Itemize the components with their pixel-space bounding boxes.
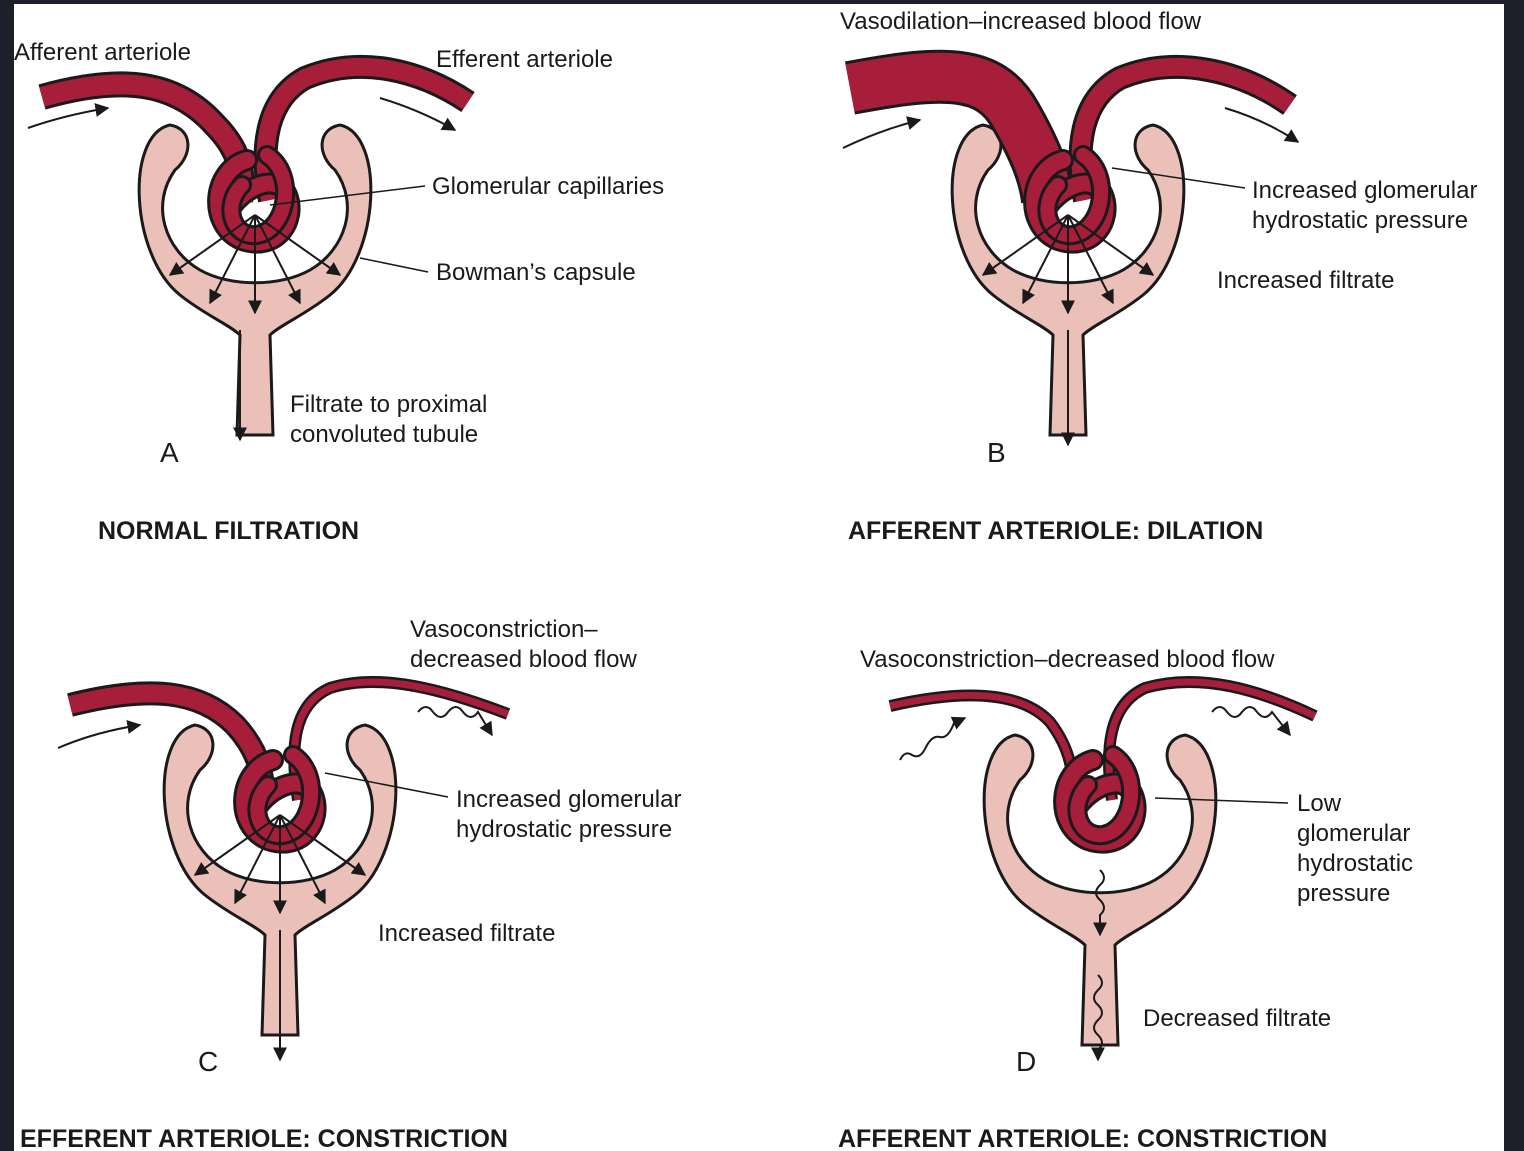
label-pressure-d-line-2: glomerular [1297,820,1410,847]
label-pressure-b-line-1: Increased glomerular [1252,177,1477,204]
label-vasoconstriction-c-line-2: decreased blood flow [410,646,637,673]
panel-letter-b: B [987,437,1006,468]
label-pressure-c-line-1: Increased glomerular [456,786,681,813]
glomerulus-a [218,155,289,243]
label-efferent-arteriole: Efferent arteriole [436,46,613,73]
label-filtrate-line-2: convoluted tubule [290,421,478,448]
panel-d: Vasoconstriction–decreased blood flow Lo… [838,646,1413,1151]
glomerulus-b [1034,155,1105,243]
label-pressure-c-line-2: hydrostatic pressure [456,816,672,843]
label-pressure-d-line-1: Low [1297,790,1342,817]
label-filtrate-line-1: Filtrate to proximal [290,391,487,418]
label-increased-filtrate-b: Increased filtrate [1217,267,1394,294]
panel-a: Afferent arteriole Efferent arteriole Gl… [14,39,664,545]
panel-letter-d: D [1016,1046,1036,1077]
label-increased-filtrate-c: Increased filtrate [378,920,555,947]
label-pressure-b-line-2: hydrostatic pressure [1252,207,1468,234]
caption-afferent-dilation: AFFERENT ARTERIOLE: DILATION [848,517,1263,545]
label-decreased-filtrate: Decreased filtrate [1143,1005,1331,1032]
label-afferent-arteriole: Afferent arteriole [14,39,191,66]
label-bowmans-capsule: Bowman’s capsule [436,259,636,286]
label-vasoconstriction-d: Vasoconstriction–decreased blood flow [860,646,1275,673]
label-glomerular-capillaries: Glomerular capillaries [432,173,664,200]
label-pressure-d-line-3: hydrostatic [1297,850,1413,877]
label-vasodilation: Vasodilation–increased blood flow [840,8,1202,35]
glomerulus-d [1064,755,1135,843]
label-vasoconstriction-c-line-1: Vasoconstriction– [410,616,598,643]
panel-b: Vasodilation–increased blood flow Increa… [840,8,1477,545]
caption-afferent-constriction: AFFERENT ARTERIOLE: CONSTRICTION [838,1125,1327,1151]
label-pressure-d-line-4: pressure [1297,880,1390,907]
panel-c: Vasoconstriction– decreased blood flow I… [20,616,681,1151]
caption-efferent-constriction: EFFERENT ARTERIOLE: CONSTRICTION [20,1125,508,1151]
panel-letter-a: A [160,437,179,468]
panel-letter-c: C [198,1046,218,1077]
caption-normal-filtration: NORMAL FILTRATION [98,517,359,545]
